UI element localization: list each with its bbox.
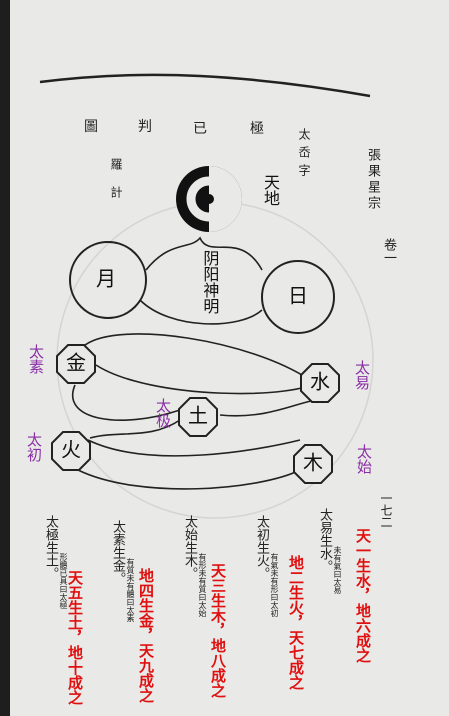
label-heaven-earth: 天地 <box>261 174 280 206</box>
column-note-wood: 有形未有質曰太始 <box>198 553 207 617</box>
caption-yi: 已 <box>193 121 207 137</box>
caption-tu: 圖 <box>84 119 98 135</box>
sun-node <box>261 260 335 334</box>
wood-glyph: 木 <box>303 451 323 475</box>
column-head-metal: 太素生金。 <box>110 520 125 585</box>
page-number: 一七二 <box>379 492 393 528</box>
column-note-metal: 有質未有體曰太素 <box>126 558 135 622</box>
column-note-water: 未有氣曰太易 <box>333 546 342 594</box>
caption-ji: 極 <box>250 121 264 137</box>
book-title: 張果星宗 <box>365 148 380 212</box>
red-note-metal: 地四生金，天九成之 <box>137 568 155 703</box>
fire-glyph: 火 <box>61 438 81 462</box>
red-note-water: 天一生水，地六成之 <box>354 528 372 663</box>
label-tai-su: 太素 <box>27 344 45 374</box>
column-head-wood: 太始生木。 <box>182 515 197 580</box>
caption-pan: 判 <box>138 119 152 135</box>
metal-node <box>56 344 96 384</box>
label-tai-yi: 太易 <box>353 360 371 390</box>
red-note-earth: 天五生土，地十成之 <box>66 570 84 705</box>
volume-label: 卷一 <box>381 238 396 264</box>
earth-node <box>178 397 218 437</box>
label-yinyang: 阴阳神明 <box>200 250 220 314</box>
caption-luoji: 羅計 <box>109 158 123 214</box>
earth-glyph: 土 <box>188 404 208 428</box>
label-tai-ji: 太极 <box>154 398 172 428</box>
sun-glyph: 日 <box>288 284 308 308</box>
column-note-earth: 形體已具曰太極 <box>59 553 68 609</box>
water-node <box>300 363 340 403</box>
column-head-fire: 太初生火。 <box>254 515 269 580</box>
water-glyph: 水 <box>310 370 330 394</box>
metal-glyph: 金 <box>66 351 86 375</box>
column-head-earth: 太極生土。 <box>43 515 58 580</box>
fire-node <box>51 431 91 471</box>
column-head-water: 太易生水。 <box>317 508 332 573</box>
moon-glyph: 月 <box>96 267 116 291</box>
red-note-fire: 地二生火，天七成之 <box>287 555 305 690</box>
column-note-fire: 有氣未有形曰太初 <box>270 553 279 617</box>
caption-tai: 太岙字 <box>297 128 311 182</box>
page-gutter <box>0 0 10 716</box>
taiji-symbol-icon <box>176 166 242 232</box>
label-tai-shi: 太始 <box>355 444 373 474</box>
red-note-wood: 天三生木，地八成之 <box>209 563 227 698</box>
wood-node <box>293 444 333 484</box>
label-tai-chu: 太初 <box>25 432 43 462</box>
moon-node <box>69 241 147 319</box>
